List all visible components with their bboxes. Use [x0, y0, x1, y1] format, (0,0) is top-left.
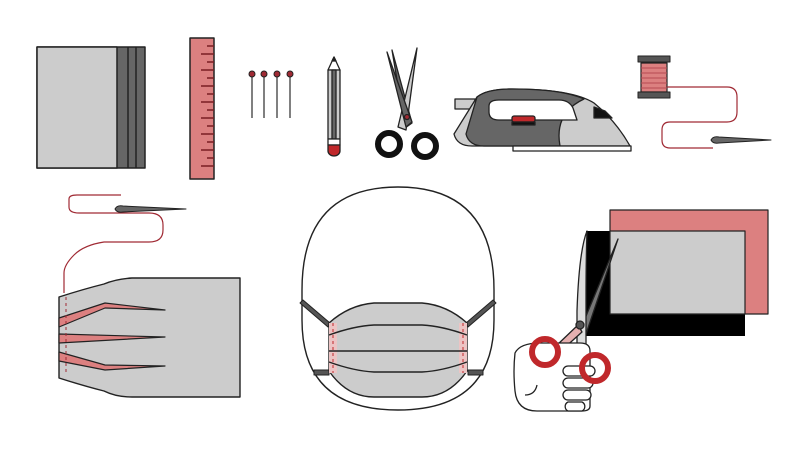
pencil-icon: [327, 56, 341, 157]
fabric-layers-icon: [586, 209, 769, 336]
mask-on-face-icon: [299, 186, 497, 411]
pins-icon: [248, 70, 294, 118]
pleated-fabric-icon: [58, 194, 241, 398]
hand-scissors-icon: [513, 230, 619, 412]
ruler-icon: [189, 37, 215, 180]
scissors-icon: [375, 47, 439, 160]
iron-icon: [453, 88, 632, 152]
fabric-stack-icon: [36, 46, 146, 169]
thread-spool-icon: [637, 55, 772, 149]
